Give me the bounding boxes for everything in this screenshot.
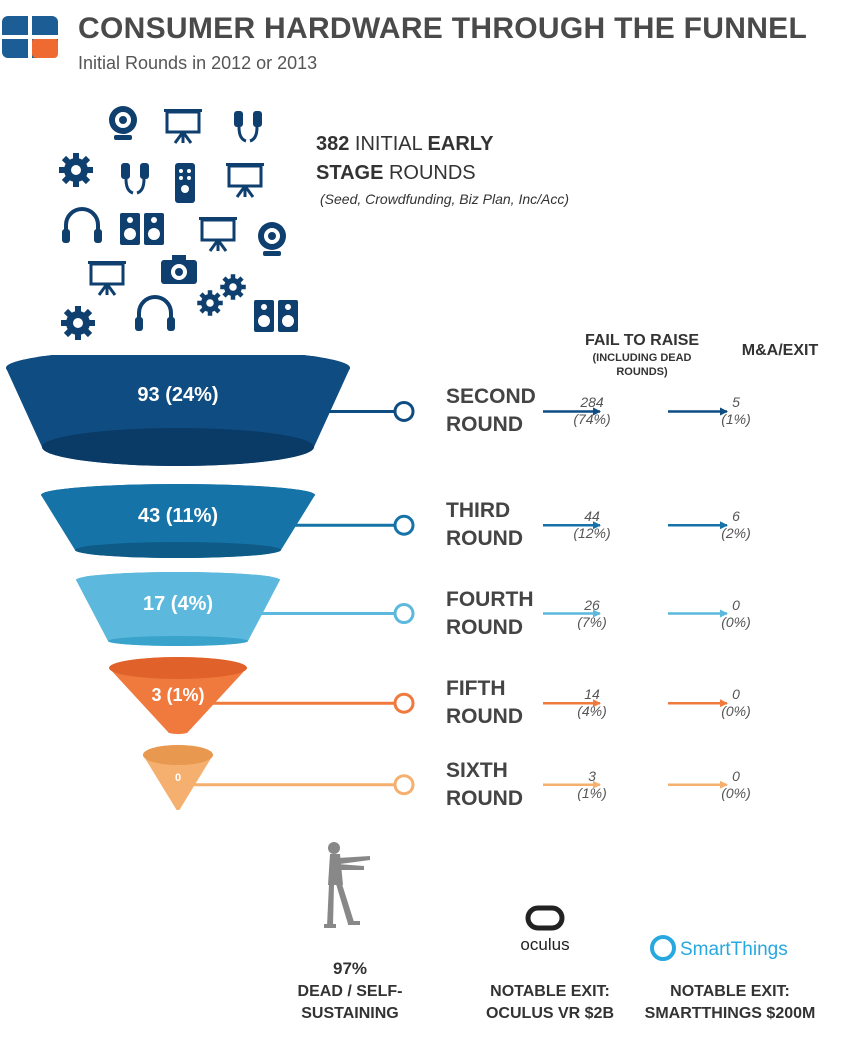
fail-count-3: 26: [584, 596, 600, 613]
exit-pct-5: (0%): [721, 784, 751, 801]
gear-icon: [59, 153, 93, 187]
exit-count-1: 5: [732, 394, 740, 411]
round-name-line-2-1: ROUND: [446, 413, 523, 437]
exit-pct-1: (1%): [721, 411, 751, 428]
headphones-icon: [60, 207, 104, 245]
fail-pct-4: (4%): [577, 703, 607, 720]
exit-header: M&A/EXIT: [741, 342, 819, 359]
funnel-rim-5: [143, 745, 213, 765]
initial-rounds-note: (Seed, Crowdfunding, Biz Plan, Inc/Acc): [320, 191, 570, 207]
round-name-line-1-3: FOURTH: [446, 587, 534, 611]
page-subtitle: Initial Rounds in 2012 or 2013: [78, 53, 318, 73]
exit-count-4: 0: [732, 686, 740, 703]
zombie-icon: [324, 842, 370, 928]
speakers-icon: [120, 213, 164, 245]
round-name-line-2-2: ROUND: [446, 527, 523, 551]
funnel-base-3: [108, 636, 248, 646]
fail-count-1: 284: [580, 394, 604, 411]
fail-count-5: 3: [588, 767, 596, 784]
exit-count-2: 6: [732, 508, 740, 525]
dead-label-line-2: SUSTAINING: [301, 1005, 399, 1022]
hardware-icons-cluster: [59, 106, 298, 340]
projector-screen-icon: [86, 259, 128, 297]
fail-to-raise-subheader-1: (INCLUDING DEAD: [592, 352, 692, 364]
fail-count-4: 14: [584, 686, 600, 703]
round-name-line-1-4: FIFTH: [446, 677, 506, 701]
projector-screen-icon: [224, 161, 266, 199]
funnel-rim-1: [6, 355, 350, 387]
connector-node-4: [393, 692, 415, 714]
funnel-stage-label-2: 43 (11%): [137, 504, 219, 527]
exit-pct-2: (2%): [721, 525, 751, 542]
page-title: CONSUMER HARDWARE THROUGH THE FUNNEL: [78, 12, 808, 45]
fail-to-raise-header: FAIL TO RAISE: [584, 332, 700, 349]
headphones-icon: [133, 295, 177, 333]
round-name-line-2-3: ROUND: [446, 615, 523, 639]
speakers-icon: [254, 300, 298, 332]
oculus-logo-icon: oculus: [520, 905, 570, 954]
webcam-icon: [109, 106, 137, 140]
round-name-line-1-5: SIXTH: [446, 758, 508, 782]
initial-rounds-line-2: STAGE ROUNDS: [316, 162, 476, 184]
funnel-rim-2: [41, 484, 315, 506]
oculus-exit-line-2: OCULUS VR $2B: [485, 1005, 615, 1022]
webcam-icon: [258, 222, 286, 256]
funnel-base-1: [42, 428, 314, 466]
connector-node-2: [393, 514, 415, 536]
oculus-wordmark: oculus: [520, 935, 569, 954]
projector-screen-icon: [197, 215, 239, 253]
earbuds-icon: [232, 109, 264, 143]
earbuds-icon: [119, 161, 151, 195]
connector-node-5: [393, 774, 415, 796]
initial-rounds-line-1: 382 INITIAL EARLY: [316, 133, 494, 155]
funnel-stage-label-5: 0: [174, 772, 182, 785]
fail-to-raise-subheader-2: ROUNDS): [616, 366, 668, 378]
funnel-stage-label-4: 3 (1%): [151, 684, 205, 705]
gear-icon: [61, 306, 95, 340]
smartthings-exit-line-1: NOTABLE EXIT:: [670, 983, 790, 1000]
funnel-rim-4: [109, 657, 247, 679]
gear-icon: [197, 290, 223, 316]
funnel-base-2: [75, 542, 281, 558]
gear-icon: [220, 274, 246, 300]
funnel-rim-3: [76, 572, 280, 588]
dead-percentage: 97%: [332, 959, 368, 978]
fail-count-2: 44: [584, 508, 600, 525]
funnel-stage-label-1: 93 (24%): [137, 383, 219, 406]
round-name-line-1-1: SECOND: [446, 385, 536, 409]
remote-control-icon: [175, 163, 195, 203]
fail-pct-5: (1%): [577, 784, 607, 801]
oculus-exit-line-1: NOTABLE EXIT:: [490, 983, 610, 1000]
connector-node-1: [393, 400, 415, 422]
round-name-line-2-4: ROUND: [446, 705, 523, 729]
fail-pct-1: (74%): [573, 411, 611, 428]
connector-node-3: [393, 603, 415, 625]
fail-pct-3: (7%): [577, 613, 607, 630]
exit-pct-4: (0%): [721, 703, 751, 720]
funnel-stage-3: [76, 572, 280, 646]
brand-logo-icon: [2, 16, 58, 58]
exit-count-3: 0: [732, 596, 740, 613]
exit-count-5: 0: [732, 767, 740, 784]
round-name-line-1-2: THIRD: [446, 499, 511, 523]
smartthings-logo-icon: SmartThings: [650, 935, 788, 961]
funnel-stage-label-3: 17 (4%): [142, 593, 214, 616]
dead-label-line-1: DEAD / SELF-: [297, 983, 403, 1000]
exit-pct-3: (0%): [721, 613, 751, 630]
smartthings-wordmark: SmartThings: [680, 939, 788, 960]
funnel-diagram: [6, 355, 728, 810]
fail-pct-2: (12%): [573, 525, 611, 542]
projector-screen-icon: [162, 107, 204, 145]
smartthings-exit-line-2: SMARTTHINGS $200M: [644, 1005, 816, 1022]
camera-icon: [161, 255, 197, 284]
round-name-line-2-5: ROUND: [446, 786, 523, 810]
